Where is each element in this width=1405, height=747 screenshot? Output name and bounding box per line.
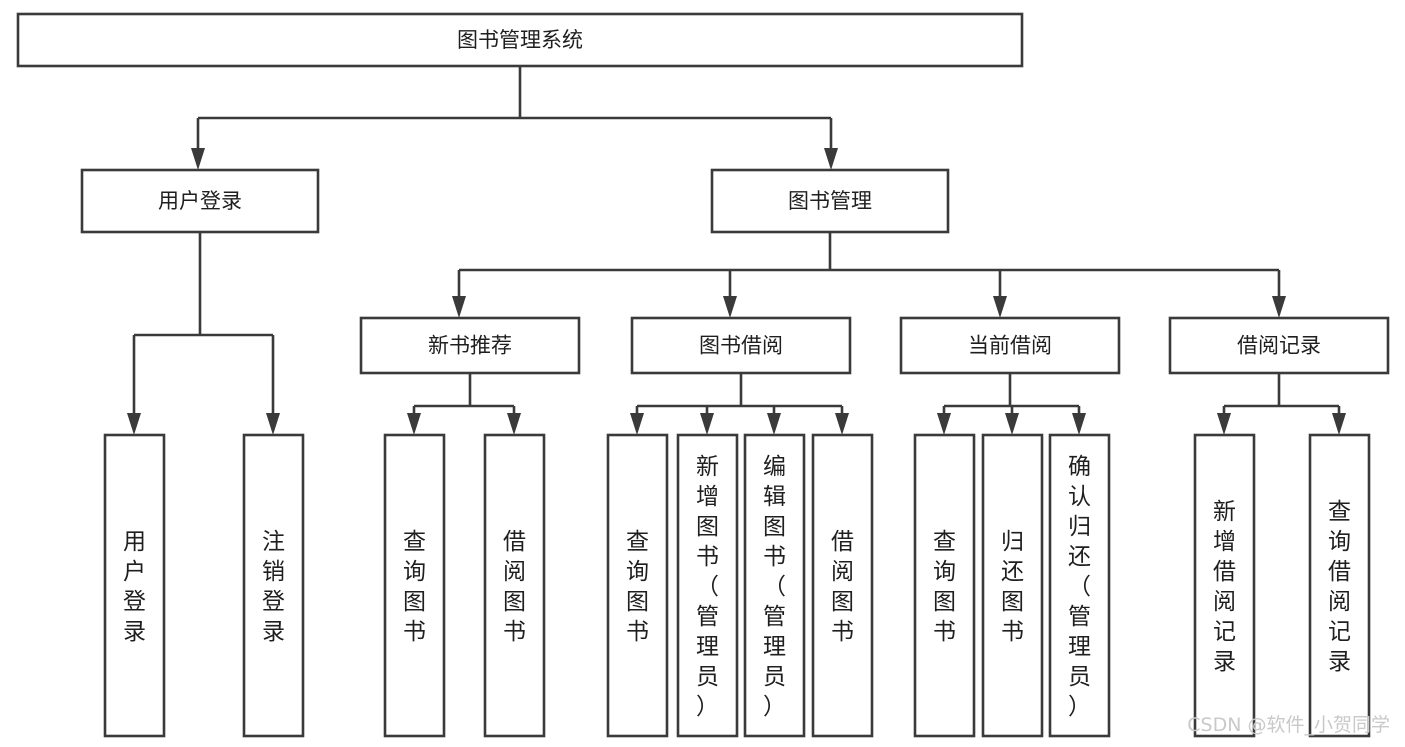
connector-current-borrow — [937, 373, 1086, 435]
leaf-node-leaf-add-borrow-record[interactable]: 新增借阅记录 — [1193, 433, 1256, 738]
root-node-root[interactable]: 图书管理系统 — [16, 12, 1024, 68]
node-box-leaf-query-borrow-record[interactable] — [1308, 433, 1371, 738]
leaf-node-leaf-query-borrow-record[interactable]: 查询借阅记录 — [1308, 433, 1371, 738]
leaf-node-leaf-confirm-return-admin[interactable]: 确认归还（管理员） — [1048, 433, 1111, 738]
leaf-node-leaf-add-book-admin[interactable]: 新增图书（管理员） — [676, 433, 739, 738]
node-box-leaf-borrow-book-1[interactable] — [483, 433, 546, 738]
node-box-leaf-query-book-1[interactable] — [383, 433, 446, 738]
node-label-book-borrow: 图书借阅 — [699, 334, 783, 358]
node-label-borrow-record: 借阅记录 — [1237, 334, 1321, 358]
level2-node-borrow-record[interactable]: 借阅记录 — [1168, 316, 1390, 375]
connector-root — [191, 66, 838, 170]
node-box-leaf-add-book-admin[interactable] — [676, 433, 739, 738]
node-box-borrow-record[interactable] — [1168, 316, 1390, 375]
node-label-leaf-query-book-3: 查询图书 — [933, 529, 956, 645]
node-box-user-login[interactable] — [80, 168, 320, 234]
level2-node-new-book-recommend[interactable]: 新书推荐 — [359, 316, 581, 375]
nodes-layer: 图书管理系统用户登录图书管理新书推荐图书借阅当前借阅借阅记录用户登录注销登录查询… — [16, 12, 1390, 738]
node-box-leaf-query-book-2[interactable] — [606, 433, 669, 738]
node-label-leaf-add-borrow-record: 新增借阅记录 — [1213, 499, 1236, 675]
node-box-new-book-recommend[interactable] — [359, 316, 581, 375]
node-label-leaf-add-book-admin: 新增图书（管理员） — [696, 454, 719, 720]
node-label-leaf-logout: 注销登录 — [262, 529, 285, 645]
level2-node-book-borrow[interactable]: 图书借阅 — [630, 316, 852, 375]
node-box-leaf-logout[interactable] — [242, 433, 305, 738]
node-label-leaf-confirm-return-admin: 确认归还（管理员） — [1068, 454, 1091, 720]
level1-node-book-management[interactable]: 图书管理 — [710, 168, 950, 234]
leaf-node-leaf-borrow-book-1[interactable]: 借阅图书 — [483, 433, 546, 738]
connector-book-borrow — [630, 373, 849, 435]
leaf-node-leaf-query-book-1[interactable]: 查询图书 — [383, 433, 446, 738]
leaf-node-leaf-return-book[interactable]: 归还图书 — [981, 433, 1044, 738]
node-box-leaf-edit-book-admin[interactable] — [743, 433, 806, 738]
connector-new-book-recommend — [407, 373, 521, 435]
level2-node-current-borrow[interactable]: 当前借阅 — [899, 316, 1121, 375]
node-label-leaf-borrow-book-2: 借阅图书 — [831, 529, 854, 645]
node-box-leaf-borrow-book-2[interactable] — [811, 433, 874, 738]
node-box-current-borrow[interactable] — [899, 316, 1121, 375]
node-label-leaf-edit-book-admin: 编辑图书（管理员） — [763, 454, 786, 720]
node-label-leaf-return-book: 归还图书 — [1001, 529, 1024, 645]
leaf-node-leaf-query-book-3[interactable]: 查询图书 — [913, 433, 976, 738]
leaf-node-leaf-borrow-book-2[interactable]: 借阅图书 — [811, 433, 874, 738]
connector-borrow-record — [1217, 373, 1346, 435]
node-label-leaf-query-borrow-record: 查询借阅记录 — [1328, 499, 1351, 675]
leaf-node-leaf-edit-book-admin[interactable]: 编辑图书（管理员） — [743, 433, 806, 738]
leaf-node-leaf-query-book-2[interactable]: 查询图书 — [606, 433, 669, 738]
node-box-leaf-confirm-return-admin[interactable] — [1048, 433, 1111, 738]
node-label-leaf-user-login: 用户登录 — [123, 529, 146, 645]
node-label-leaf-query-book-2: 查询图书 — [626, 529, 649, 645]
watermark-label: CSDN @软件_小贺同学 — [1187, 714, 1390, 736]
node-box-leaf-user-login[interactable] — [103, 433, 166, 738]
connector-user-login — [127, 232, 280, 435]
node-box-leaf-query-book-3[interactable] — [913, 433, 976, 738]
connector-book-management — [452, 232, 1286, 318]
node-box-book-borrow[interactable] — [630, 316, 852, 375]
node-label-user-login: 用户登录 — [158, 189, 242, 213]
leaf-node-leaf-logout[interactable]: 注销登录 — [242, 433, 305, 738]
node-label-leaf-borrow-book-1: 借阅图书 — [503, 529, 526, 645]
node-label-book-management: 图书管理 — [788, 189, 872, 213]
node-label-new-book-recommend: 新书推荐 — [428, 334, 512, 358]
connectors-layer — [127, 66, 1346, 435]
node-box-leaf-return-book[interactable] — [981, 433, 1044, 738]
node-box-book-management[interactable] — [710, 168, 950, 234]
level1-node-user-login[interactable]: 用户登录 — [80, 168, 320, 234]
leaf-node-leaf-user-login[interactable]: 用户登录 — [103, 433, 166, 738]
node-label-root: 图书管理系统 — [457, 28, 583, 52]
node-label-leaf-query-book-1: 查询图书 — [403, 529, 426, 645]
node-box-root[interactable] — [16, 12, 1024, 68]
node-box-leaf-add-borrow-record[interactable] — [1193, 433, 1256, 738]
node-label-current-borrow: 当前借阅 — [968, 334, 1052, 358]
